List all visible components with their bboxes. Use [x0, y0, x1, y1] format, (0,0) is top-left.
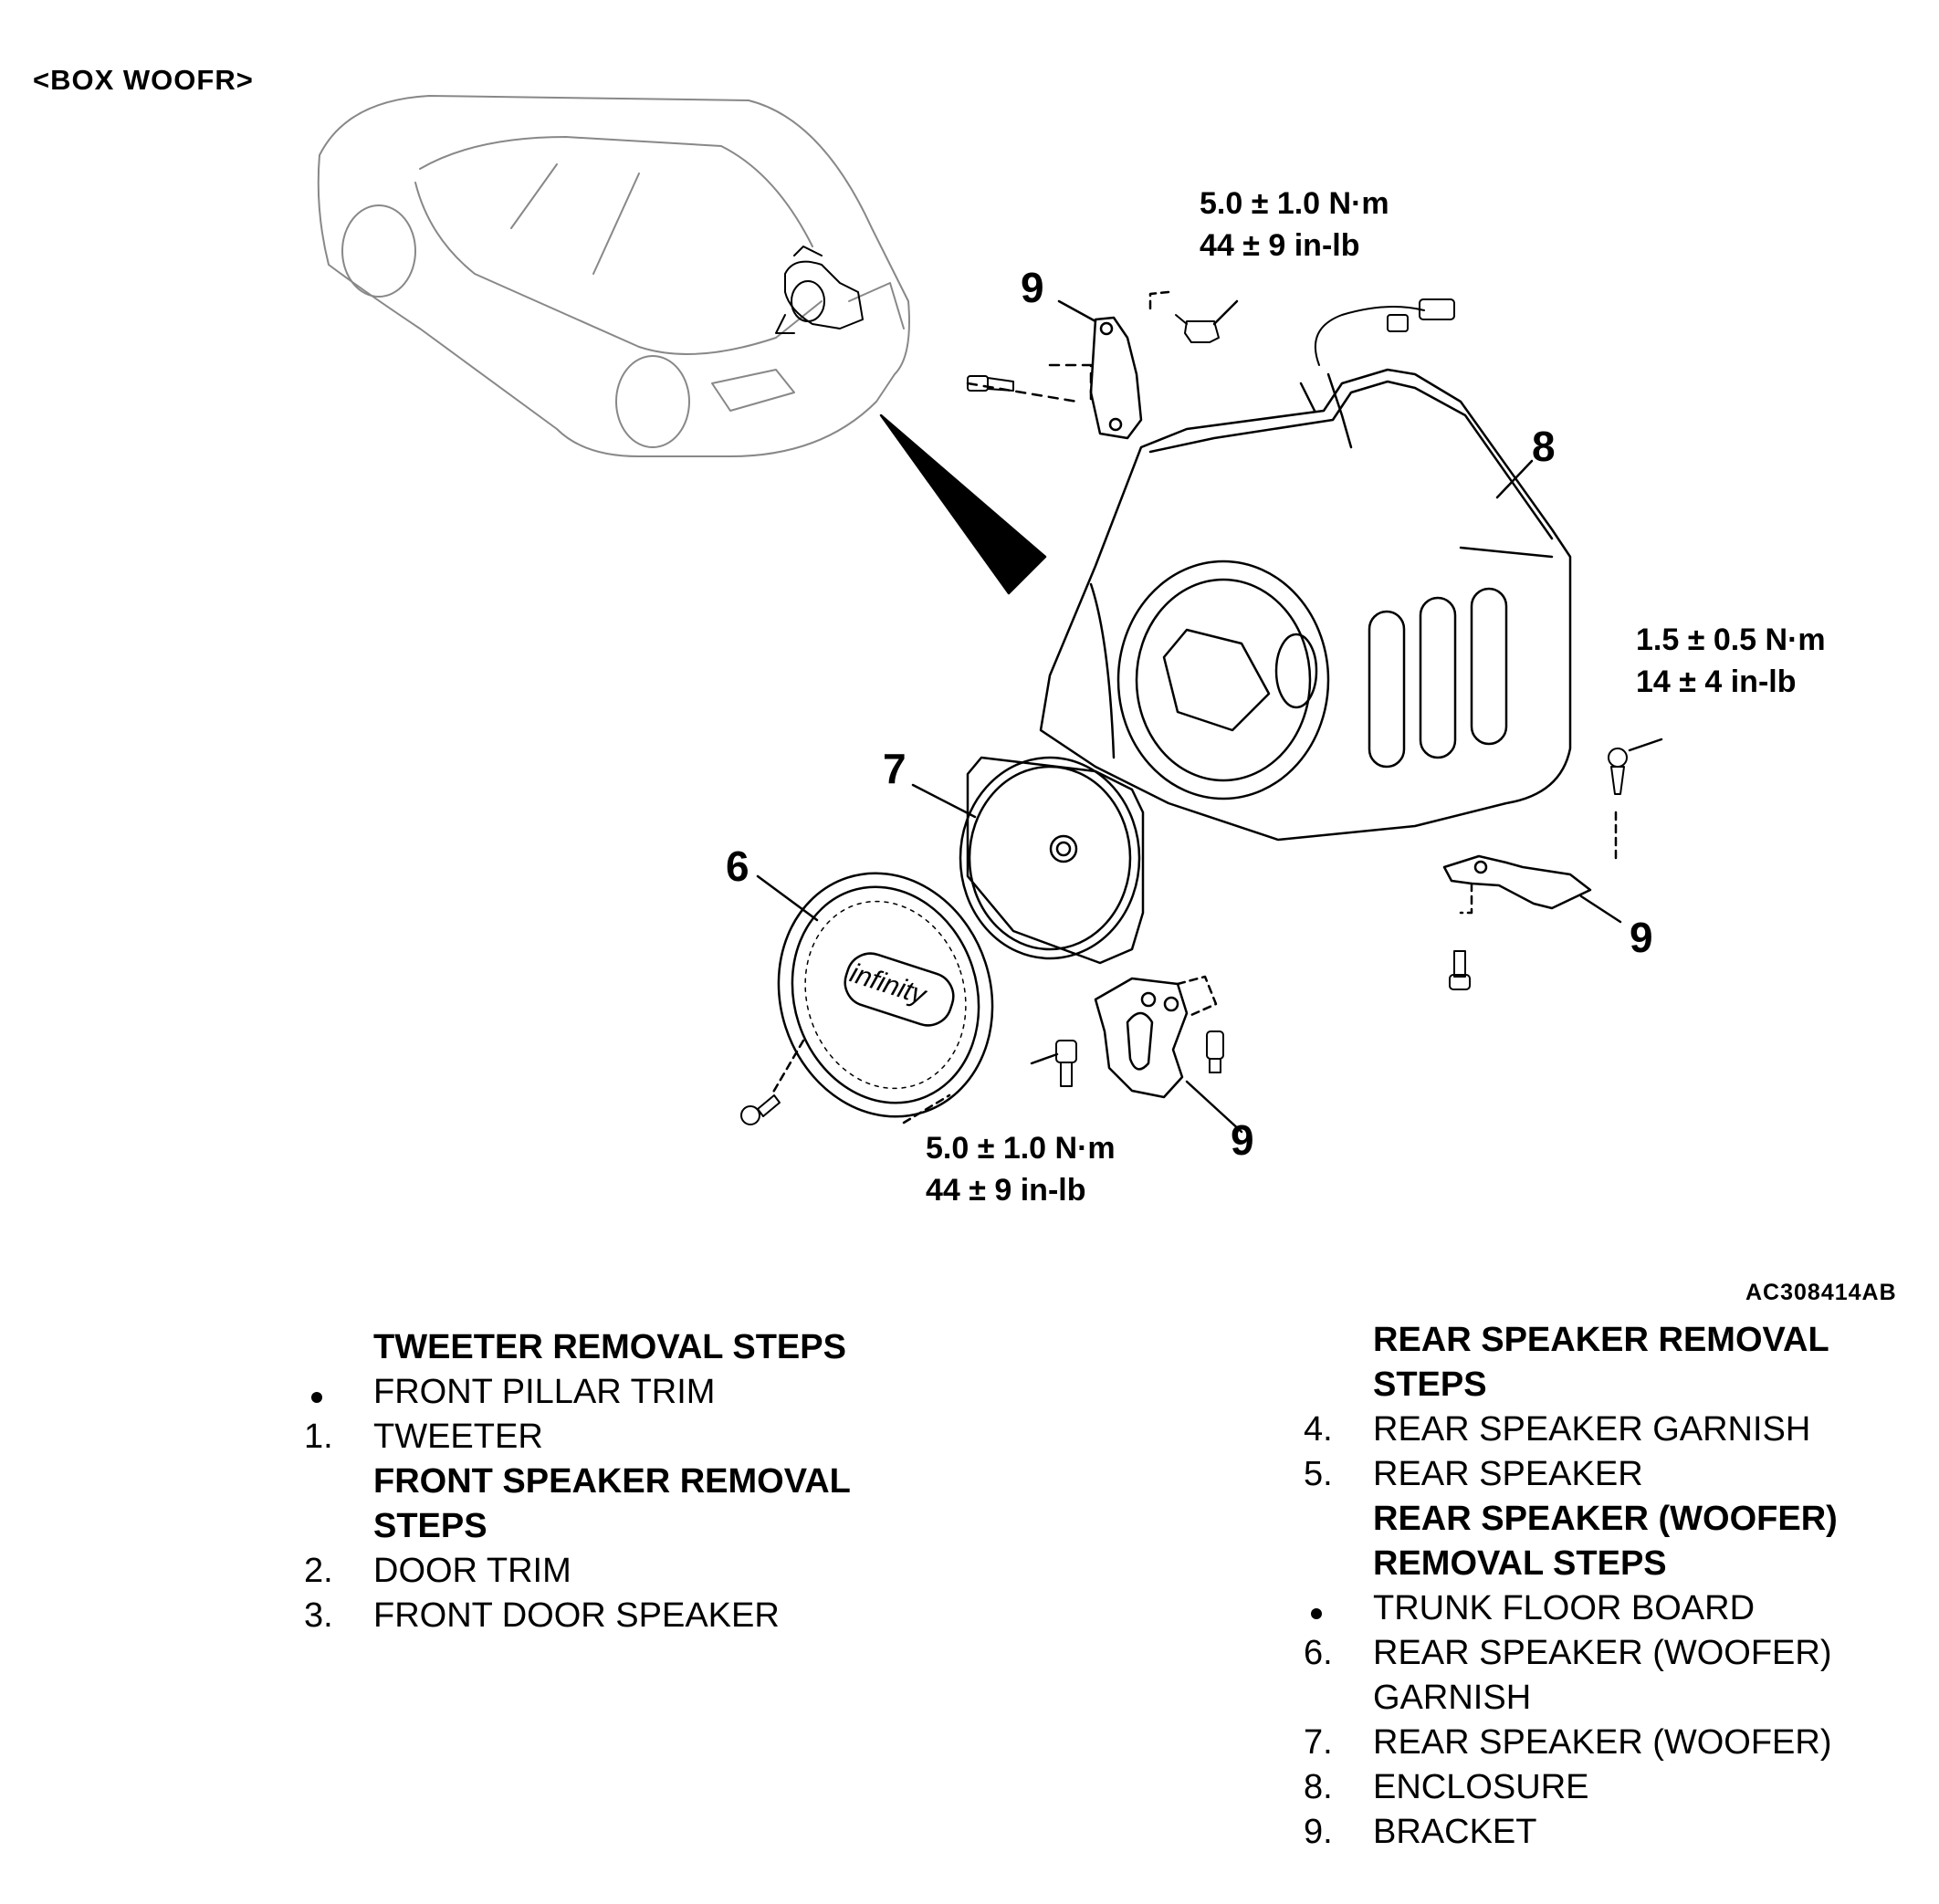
list-item: 2. DOOR TRIM — [304, 1549, 943, 1594]
location-pointer-wedge — [879, 413, 1047, 595]
list-heading-text: REAR SPEAKER (WOOFER) — [1373, 1500, 1838, 1538]
list-item-marker — [311, 1370, 322, 1415]
torque-right-nm: 1.5 ± 0.5 N·m — [1636, 622, 1826, 657]
bullet-icon — [311, 1392, 322, 1403]
torque-bottom-inlb: 44 ± 9 in-lb — [926, 1173, 1086, 1208]
diagram-title: <BOX WOOFR> — [33, 64, 254, 96]
torque-right-inlb: 14 ± 4 in-lb — [1636, 664, 1797, 699]
list-heading: STEPS — [1304, 1363, 1906, 1407]
leader-lines — [756, 299, 1663, 1134]
list-item-text: GARNISH — [1373, 1679, 1532, 1717]
list-item-text: FRONT DOOR SPEAKER — [373, 1596, 780, 1635]
list-item: 6. REAR SPEAKER (WOOFER) — [1304, 1631, 1906, 1676]
connector-wiring — [1315, 298, 1455, 366]
list-heading-text: TWEETER REMOVAL STEPS — [373, 1328, 846, 1366]
list-item-marker: 5. — [1304, 1455, 1333, 1493]
callout-bracket-bottom: 9 — [1231, 1116, 1254, 1164]
list-item-text: FRONT PILLAR TRIM — [373, 1373, 716, 1411]
callout-bracket-right: 9 — [1630, 914, 1653, 961]
list-item-marker: 4. — [1304, 1410, 1333, 1449]
woofer-speaker-drawing — [959, 756, 1145, 965]
list-item-text: BRACKET — [1373, 1813, 1537, 1851]
list-heading: STEPS — [304, 1504, 943, 1549]
list-item: 1. TWEETER — [304, 1415, 943, 1459]
list-item-marker — [1311, 1586, 1322, 1631]
list-item: 7. REAR SPEAKER (WOOFER) — [1304, 1721, 1906, 1765]
list-item-marker: 3. — [304, 1596, 333, 1635]
bolt-bottom-right-drawing — [1206, 1030, 1224, 1073]
right-removal-steps-list: REAR SPEAKER REMOVAL STEPS 4. REAR SPEAKER … — [1304, 1318, 1906, 1855]
callout-bracket-top: 9 — [1021, 264, 1044, 311]
list-item-text: REAR SPEAKER (WOOFER) — [1373, 1634, 1832, 1672]
exploded-view-diagram — [317, 95, 1663, 1134]
screw-garnish-drawing — [740, 1094, 781, 1125]
callout-woofer: 7 — [883, 745, 907, 792]
left-removal-steps-list: TWEETER REMOVAL STEPS FRONT PILLAR TRIM 1.… — [304, 1325, 943, 1638]
list-item-marker: 9. — [1304, 1813, 1333, 1851]
list-heading: REMOVAL STEPS — [1304, 1542, 1906, 1586]
list-item: 5. REAR SPEAKER — [1304, 1452, 1906, 1497]
list-heading: TWEETER REMOVAL STEPS — [304, 1325, 943, 1370]
list-item: FRONT PILLAR TRIM — [304, 1370, 943, 1415]
torque-bottom-nm: 5.0 ± 1.0 N·m — [926, 1131, 1116, 1166]
list-item: 8. ENCLOSURE — [1304, 1765, 1906, 1810]
screw-right-drawing — [1608, 748, 1628, 795]
list-heading-text: FRONT SPEAKER REMOVAL — [373, 1462, 851, 1501]
list-item-marker: 8. — [1304, 1768, 1333, 1806]
torque-label-top: 5.0 ± 1.0 N·m 44 ± 9 in-lb — [1200, 183, 1389, 267]
list-item-text: TWEETER — [373, 1418, 543, 1456]
torque-label-right: 1.5 ± 0.5 N·m 14 ± 4 in-lb — [1636, 619, 1826, 703]
list-item-text: REAR SPEAKER — [1373, 1455, 1643, 1493]
bracket-top-drawing — [966, 290, 1170, 440]
list-item-marker: 2. — [304, 1552, 333, 1590]
car-woofer-location-icon — [775, 246, 864, 334]
list-heading-text: STEPS — [1373, 1365, 1487, 1404]
torque-top-inlb: 44 ± 9 in-lb — [1200, 228, 1360, 263]
list-item-text: ENCLOSURE — [1373, 1768, 1589, 1806]
list-heading: REAR SPEAKER REMOVAL — [1304, 1318, 1906, 1363]
list-heading-text: REAR SPEAKER REMOVAL — [1373, 1321, 1829, 1359]
list-heading-text: STEPS — [373, 1507, 487, 1545]
list-item-text: REAR SPEAKER (WOOFER) — [1373, 1723, 1832, 1762]
bolt-bottom-drawing — [1055, 1040, 1077, 1087]
bullet-icon — [1311, 1608, 1322, 1619]
list-item: 9. BRACKET — [1304, 1810, 1906, 1855]
list-item-marker: 1. — [304, 1418, 333, 1456]
bolt-right-bottom-drawing — [1449, 950, 1471, 990]
bracket-bottom-drawing — [1094, 975, 1218, 1099]
torque-top-nm: 5.0 ± 1.0 N·m — [1200, 186, 1389, 221]
list-item-text: REAR SPEAKER GARNISH — [1373, 1410, 1811, 1449]
list-item-text: DOOR TRIM — [373, 1552, 571, 1590]
enclosure-drawing — [1039, 368, 1572, 842]
list-item: 3. FRONT DOOR SPEAKER — [304, 1594, 943, 1638]
list-item-marker: 7. — [1304, 1723, 1333, 1762]
car-outline-illustration — [317, 95, 910, 457]
bolt-top-drawing — [967, 375, 1014, 392]
bracket-right-drawing — [1442, 811, 1618, 915]
list-heading-text: REMOVAL STEPS — [1373, 1544, 1667, 1583]
callout-enclosure: 8 — [1532, 423, 1556, 470]
list-item-marker: 6. — [1304, 1634, 1333, 1672]
list-item: 4. REAR SPEAKER GARNISH — [1304, 1407, 1906, 1452]
list-item: GARNISH — [1304, 1676, 1906, 1721]
list-heading: REAR SPEAKER (WOOFER) — [1304, 1497, 1906, 1542]
list-item-text: TRUNK FLOOR BOARD — [1373, 1589, 1756, 1627]
figure-code: AC308414AB — [1745, 1280, 1897, 1305]
torque-label-bottom: 5.0 ± 1.0 N·m 44 ± 9 in-lb — [926, 1127, 1116, 1211]
bolt-top-right-drawing — [1175, 314, 1220, 343]
list-item: TRUNK FLOOR BOARD — [1304, 1586, 1906, 1631]
list-heading: FRONT SPEAKER REMOVAL — [304, 1459, 943, 1504]
garnish-grille-drawing — [770, 872, 994, 1125]
callout-garnish: 6 — [726, 842, 749, 890]
